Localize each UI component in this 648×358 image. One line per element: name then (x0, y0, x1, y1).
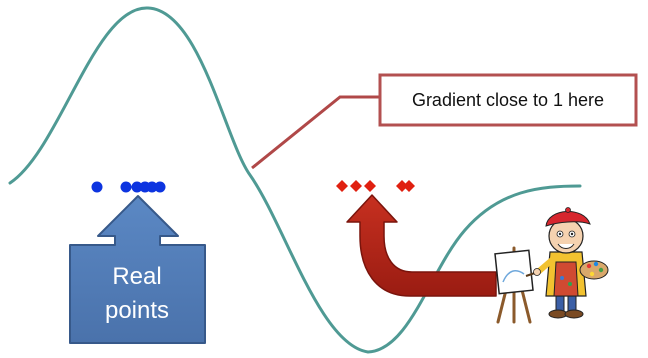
generated-point (364, 180, 376, 192)
real-points-arrow-shape (69, 195, 206, 344)
generated-points (336, 180, 415, 192)
real-point (120, 181, 132, 193)
real-points (91, 181, 166, 193)
real-point (146, 181, 158, 193)
discriminator-curve (8, 6, 582, 354)
generator-arrow (346, 194, 497, 297)
callout-text: Gradient close to 1 here (412, 90, 604, 110)
callout-leader-line (251, 95, 380, 170)
generated-point (396, 180, 408, 192)
real-point (154, 181, 166, 193)
generated-point (403, 180, 415, 192)
real-points-label-line1: Real (112, 263, 161, 290)
generated-point (336, 180, 348, 192)
callout-box (378, 73, 638, 127)
real-points-label-line2: points (105, 297, 169, 324)
real-point (91, 181, 103, 193)
painter-with-easel-icon (494, 207, 609, 324)
generated-point (350, 180, 362, 192)
real-point (131, 181, 143, 193)
gradient-callout: Gradient close to 1 here (378, 73, 638, 127)
real-points-label-box: Real points (69, 195, 206, 344)
